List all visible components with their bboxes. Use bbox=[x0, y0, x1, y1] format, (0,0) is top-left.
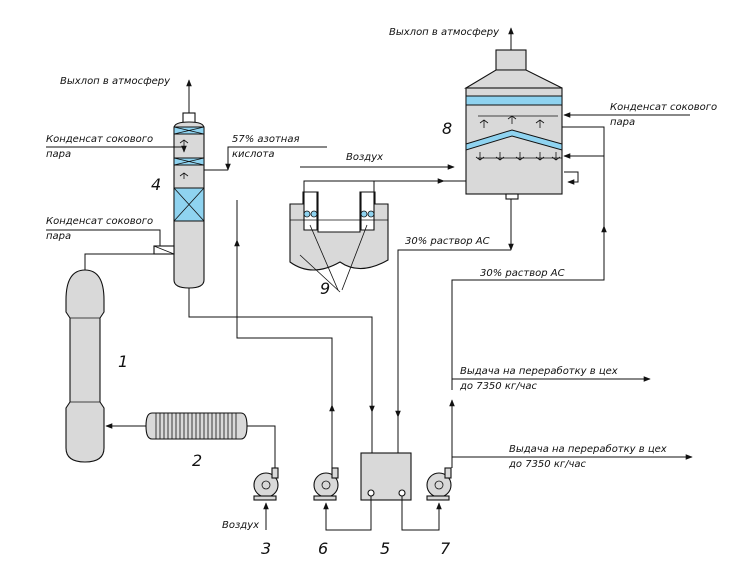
condensate-mid-line1: Конденсат сокового bbox=[46, 216, 153, 227]
equipment-number-7: 7 bbox=[440, 539, 451, 558]
equipment-number-2: 2 bbox=[192, 451, 202, 470]
equipment-number-4: 4 bbox=[151, 175, 161, 194]
pump-7 bbox=[426, 467, 452, 501]
pump-6 bbox=[313, 467, 339, 501]
condensate-right-line2: пара bbox=[610, 117, 635, 128]
equipment-number-3: 3 bbox=[261, 539, 271, 558]
condensate-top-line2: пара bbox=[46, 149, 71, 160]
nitric-acid-line2: кислота bbox=[232, 149, 275, 160]
vessel-1 bbox=[65, 269, 105, 463]
air-label-top: Воздух bbox=[346, 152, 383, 163]
scrubber-8 bbox=[464, 49, 563, 200]
equipment-number-9: 9 bbox=[320, 279, 330, 298]
nitric-acid-line1: 57% азотная bbox=[232, 134, 299, 145]
condensate-right-line1: Конденсат сокового bbox=[610, 102, 717, 113]
heat-exchanger-2 bbox=[145, 412, 248, 440]
tank-5 bbox=[360, 452, 412, 501]
equipment-number-1: 1 bbox=[118, 352, 128, 371]
reactors-9 bbox=[289, 191, 389, 271]
condensate-mid-line2: пара bbox=[46, 231, 71, 242]
equipment-number-5: 5 bbox=[380, 539, 390, 558]
equipment-number-6: 6 bbox=[318, 539, 328, 558]
exhaust-label-scrubber: Выхлоп в атмосферу bbox=[389, 27, 500, 38]
pump-3 bbox=[253, 467, 279, 501]
solution-as-label-1: 30% раствор АС bbox=[405, 236, 490, 247]
solution-as-label-2: 30% раствор АС bbox=[480, 268, 565, 279]
exhaust-label-column: Выхлоп в атмосферу bbox=[60, 76, 171, 87]
piping bbox=[46, 27, 693, 531]
output-upper-line1: Выдача на переработку в цех bbox=[460, 365, 618, 377]
output-lower-line2: до 7350 кг/час bbox=[508, 459, 587, 470]
equipment-number-8: 8 bbox=[442, 119, 452, 138]
column-4 bbox=[173, 112, 205, 289]
condensate-top-line1: Конденсат сокового bbox=[46, 134, 153, 145]
air-label-bottom: Воздух bbox=[222, 520, 259, 531]
output-lower-line1: Выдача на переработку в цех bbox=[509, 443, 667, 455]
output-upper-line2: до 7350 кг/час bbox=[459, 381, 538, 392]
